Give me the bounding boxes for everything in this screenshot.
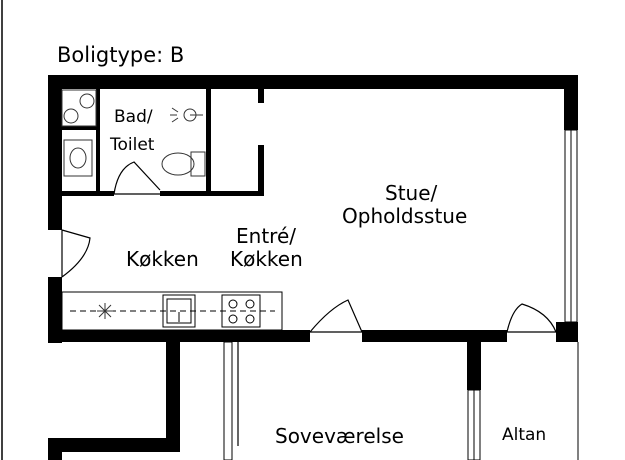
room-label-bath-2: Toilet: [109, 135, 155, 155]
bedroom-door: [309, 299, 363, 333]
wall-bottom-right: [362, 330, 507, 342]
wall-bath-right: [206, 89, 211, 195]
toilet-icon: [161, 151, 206, 177]
bath-door: [113, 161, 161, 195]
room-label-entre-2: Køkken: [230, 247, 303, 271]
window-bedroom: [223, 341, 233, 460]
wall-bedroom-left: [166, 330, 180, 442]
fridge-icon: [97, 303, 113, 319]
wall-bedroom-lower: [48, 438, 180, 452]
entry-door: [61, 229, 91, 278]
sink-icon: [162, 294, 196, 328]
wall-balcony-left: [467, 330, 481, 390]
wall-bath-bottom-2: [160, 191, 211, 196]
wall-right-lower: [556, 322, 578, 342]
walls: [48, 75, 578, 460]
room-label-balcony: Altan: [502, 425, 546, 445]
room-label-living-1: Stue/: [385, 181, 438, 205]
room-label-bedroom: Soveværelse: [275, 424, 404, 448]
windows: [223, 129, 579, 460]
doors: [61, 161, 557, 446]
wall-bath-inner-v: [96, 89, 100, 194]
room-label-kitchen: Køkken: [126, 247, 199, 271]
bath-sink-icon: [170, 107, 203, 123]
wall-left-upper: [48, 75, 62, 230]
stove-icon: [221, 294, 261, 328]
washbasin-icon: [63, 139, 93, 177]
wall-bath-bottom: [62, 191, 114, 196]
wall-bottom-mid: [230, 330, 310, 342]
room-label-living-2: Opholdsstue: [342, 204, 467, 228]
room-label-bath-1: Bad/: [114, 107, 153, 127]
bath-fixtures: [61, 89, 206, 177]
room-label-entre-1: Entré/: [236, 224, 296, 248]
balcony-door: [506, 303, 557, 333]
wall-entre-top: [258, 89, 264, 103]
wall-bottom-left-stub: [48, 438, 62, 460]
kitchen-counter: [61, 291, 283, 331]
plan-title: Boligtype: B: [57, 43, 184, 67]
wall-bath-inner: [62, 126, 100, 130]
wall-entre-bottom: [211, 191, 264, 196]
wall-left-lower: [48, 277, 62, 343]
wall-right-upper: [564, 75, 578, 130]
shower-icon: [61, 89, 97, 127]
wall-top: [48, 75, 578, 89]
wall-entre-v: [258, 145, 264, 195]
